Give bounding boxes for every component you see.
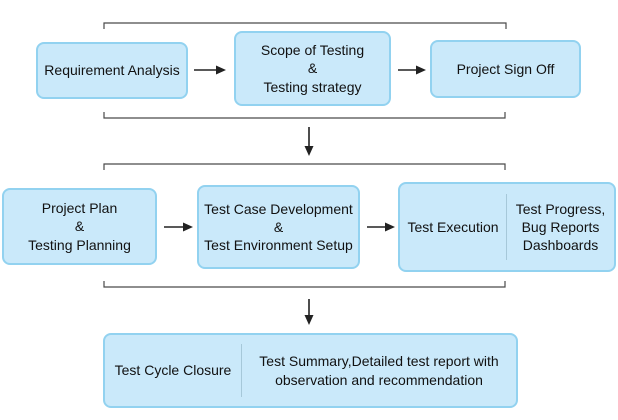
step-detail: Test Progress, Bug Reports Dashboards bbox=[516, 200, 605, 255]
step-label: Test Execution bbox=[407, 218, 498, 236]
step-label-line: & bbox=[273, 218, 284, 235]
step-label-line: Requirement Analysis bbox=[44, 62, 180, 79]
step-label-line: Test Progress, bbox=[515, 200, 606, 217]
step-label-line: Bug Reports bbox=[521, 218, 600, 235]
step-label-line: Testing Planning bbox=[28, 236, 131, 253]
step-scope-of-testing: Scope of Testing & Testing strategy bbox=[234, 31, 391, 106]
arrow-right-icon bbox=[164, 222, 193, 232]
phase1-bottom-bracket bbox=[103, 112, 506, 119]
step-detail: Test Summary,Detailed test report with o… bbox=[259, 353, 499, 388]
step-label-line: Project Sign Off bbox=[456, 60, 555, 77]
step-test-cycle-closure: Test Cycle Closure Test Summary,Detailed… bbox=[103, 333, 518, 408]
test-execution-title-cell: Test Execution bbox=[400, 184, 506, 270]
arrow-down-icon bbox=[304, 127, 314, 156]
step-test-execution: Test Execution Test Progress, Bug Report… bbox=[398, 182, 616, 272]
test-execution-detail-cell: Test Progress, Bug Reports Dashboards bbox=[507, 184, 614, 270]
step-label: Project Sign Off bbox=[457, 60, 555, 78]
step-label: Scope of Testing & Testing strategy bbox=[261, 41, 364, 96]
step-label-line: Test Case Development bbox=[204, 200, 353, 217]
step-label-line: Test Environment Setup bbox=[204, 237, 353, 254]
step-label-line: Project Plan bbox=[41, 200, 118, 217]
step-label: Requirement Analysis bbox=[44, 61, 179, 79]
arrow-right-icon bbox=[194, 65, 226, 75]
step-project-sign-off: Project Sign Off bbox=[430, 40, 581, 98]
step-test-case-development: Test Case Development & Test Environment… bbox=[197, 185, 360, 269]
step-requirement-analysis: Requirement Analysis bbox=[36, 42, 188, 99]
test-cycle-closure-title-cell: Test Cycle Closure bbox=[105, 335, 241, 406]
phase2-top-bracket bbox=[103, 163, 506, 170]
cell-divider bbox=[506, 194, 507, 260]
test-cycle-closure-detail-cell: Test Summary,Detailed test report with o… bbox=[242, 335, 516, 406]
step-label-line: & bbox=[307, 60, 318, 77]
arrow-right-icon bbox=[367, 222, 395, 232]
arrow-right-icon bbox=[398, 65, 426, 75]
step-label-line: Scope of Testing bbox=[260, 42, 365, 59]
arrow-down-icon bbox=[304, 299, 314, 325]
step-project-plan: Project Plan & Testing Planning bbox=[2, 188, 157, 265]
step-label: Test Case Development & Test Environment… bbox=[204, 200, 353, 255]
cell-divider bbox=[241, 344, 242, 397]
step-label: Project Plan & Testing Planning bbox=[28, 199, 131, 254]
step-label: Test Cycle Closure bbox=[115, 361, 232, 379]
step-label-line: Dashboards bbox=[522, 237, 599, 254]
phase2-bottom-bracket bbox=[103, 281, 506, 288]
step-label-line: & bbox=[74, 218, 85, 235]
step-label-line: Test Execution bbox=[407, 218, 499, 235]
step-label-line: Testing strategy bbox=[263, 78, 362, 95]
step-label-line: Test Cycle Closure bbox=[114, 362, 232, 379]
phase1-top-bracket bbox=[103, 22, 507, 29]
